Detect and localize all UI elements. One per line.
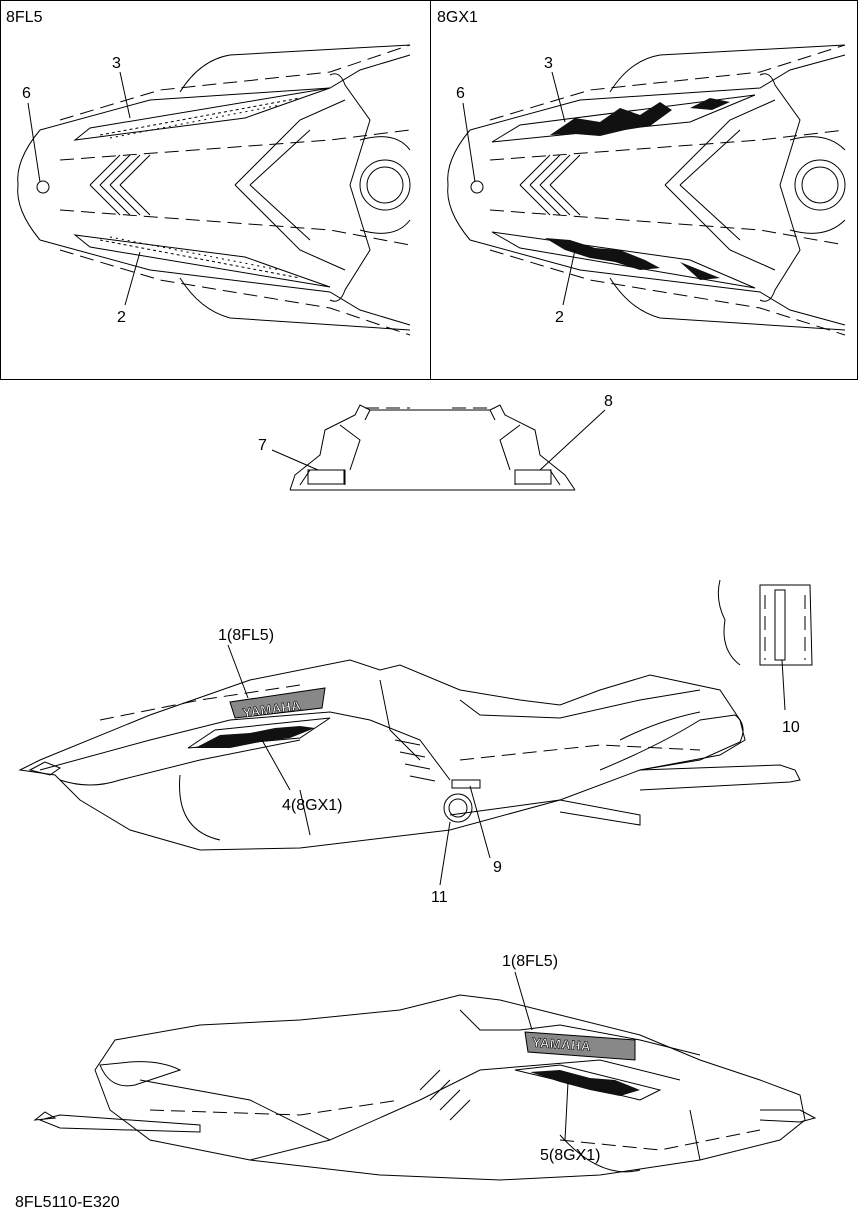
callout-2-8fl5: 2	[117, 309, 126, 326]
callout-3-8gx1: 3	[544, 55, 553, 72]
callout-5-8gx1: 5(8GX1)	[540, 1147, 600, 1164]
callout-9: 9	[493, 859, 502, 876]
part-10-strip-inset	[717, 579, 813, 666]
yamaha-logo-8fl5-side-left: YAMAHA	[229, 687, 326, 721]
part-7-label	[307, 469, 345, 485]
decal-3-8fl5	[73, 87, 331, 141]
callout-10: 10	[782, 719, 800, 736]
part-9-label	[451, 779, 481, 789]
callout-1-8fl5-left: 1(8FL5)	[218, 627, 274, 644]
callout-8: 8	[604, 393, 613, 410]
callout-6-8gx1: 6	[456, 85, 465, 102]
part-6-8gx1	[470, 180, 484, 194]
panel-8fl5-frame	[0, 0, 431, 380]
part-11-plug	[443, 793, 473, 823]
decal-2-8gx1	[491, 231, 756, 289]
side-view-right: YAMAHA 1(8FL5) 5(8GX1)	[33, 953, 817, 1181]
decal-2-8fl5	[73, 234, 331, 288]
callout-1-8fl5-right: 1(8FL5)	[502, 953, 558, 970]
callout-7: 7	[258, 437, 267, 454]
callout-3-8fl5: 3	[112, 55, 121, 72]
part-6-8fl5	[36, 180, 50, 194]
callout-6-8fl5: 6	[22, 85, 31, 102]
part-8-label	[514, 469, 552, 485]
top-view-8gx1: 3 6 2	[447, 44, 846, 336]
part-10-strip	[774, 589, 786, 661]
diagram-code: 8FL5110-E320	[15, 1194, 120, 1211]
panel-8gx1-title: 8GX1	[437, 9, 478, 26]
panel-8gx1-frame	[430, 0, 858, 380]
yamaha-logo-text-right: YAMAHA	[532, 1035, 592, 1054]
top-panels: 8FL5 8GX1	[0, 0, 858, 380]
callout-4-8gx1: 4(8GX1)	[282, 797, 342, 814]
yamaha-logo-8fl5-side-right: YAMAHA	[524, 1031, 636, 1061]
callout-2-8gx1: 2	[555, 309, 564, 326]
rear-view: 7 8	[258, 393, 613, 491]
callout-11: 11	[431, 889, 448, 906]
side-view-left: YAMAHA 1(8FL5) 4(8GX1) 10 9 11	[18, 579, 813, 906]
top-view-8fl5: 3 6 2	[17, 44, 411, 336]
panel-8fl5-title: 8FL5	[6, 9, 43, 26]
